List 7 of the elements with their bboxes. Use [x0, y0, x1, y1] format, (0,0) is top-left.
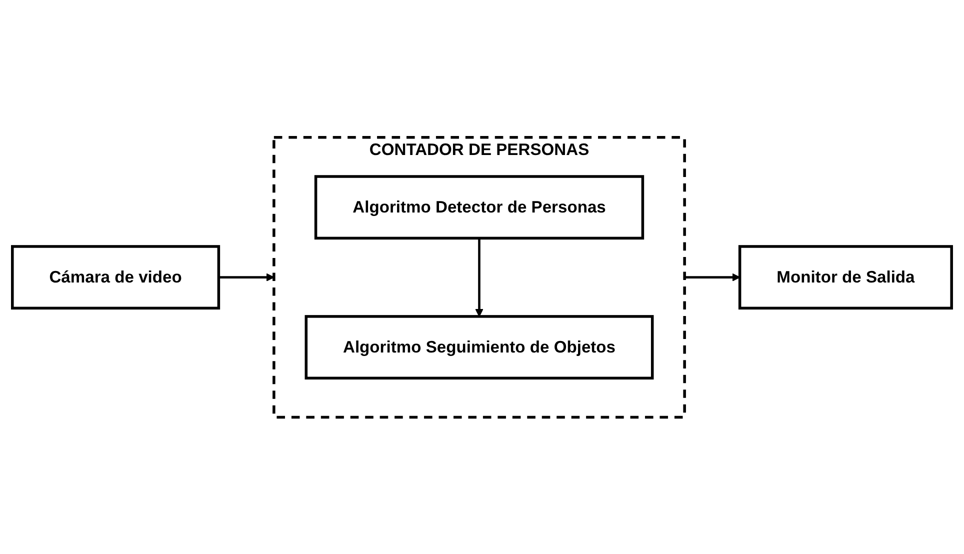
node-box: Cámara de video — [11, 244, 220, 310]
node-box: Monitor de Salida — [738, 244, 953, 310]
node-box: Algoritmo Seguimiento de Objetos — [304, 314, 654, 380]
arrow — [684, 272, 740, 282]
arrow — [475, 238, 484, 316]
arrow — [218, 272, 274, 282]
node-box: Algoritmo Detector de Personas — [314, 174, 644, 240]
